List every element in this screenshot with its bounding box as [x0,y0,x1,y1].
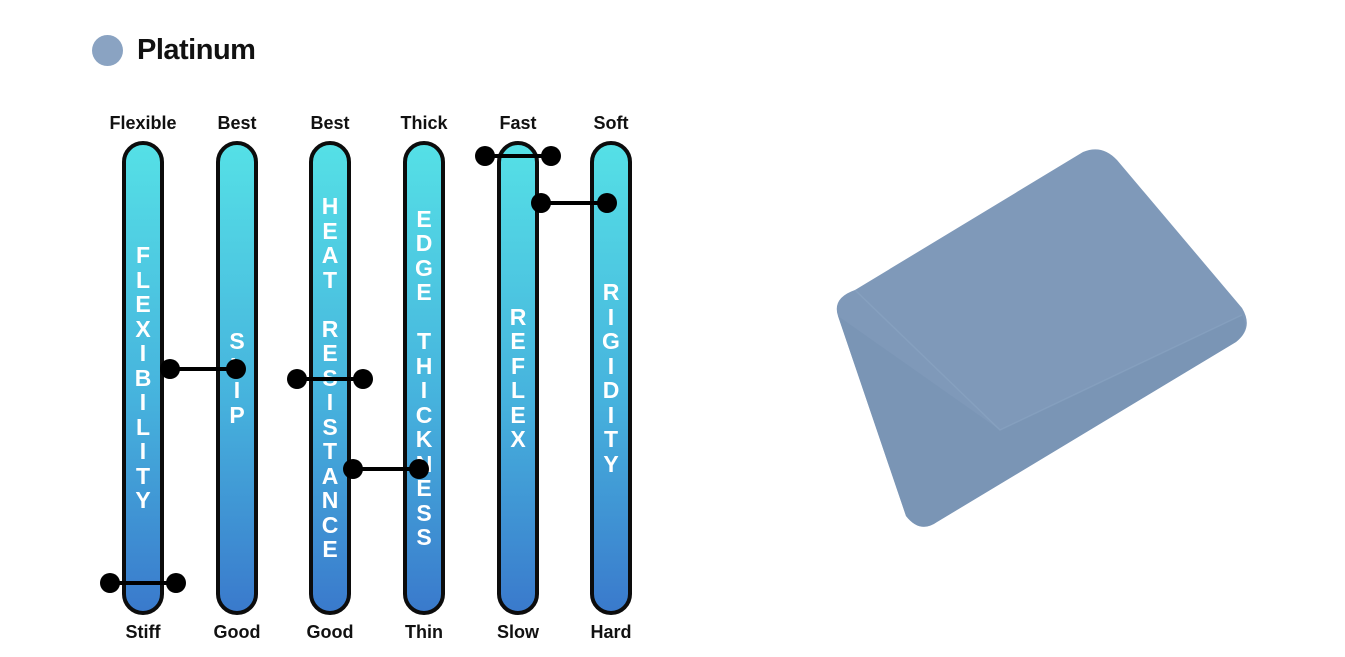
scale-level-marker [287,367,373,391]
scale-top-label: Best [217,113,257,133]
marker-dot-icon [541,145,561,166]
scale-word: R E F L E X [509,303,527,452]
scale-level-marker [160,357,246,381]
marker-dot-icon [166,572,186,593]
scale-top-label: Soft [593,113,629,133]
squeegee-bevel-line [854,289,1243,431]
scale-level-marker [475,144,561,168]
page-header: Platinum [92,34,256,67]
scale-top-label: Best [310,113,350,133]
scale-tube: R I G I D I T Y [590,141,632,615]
scale-tube: F L E X I B I L I T Y [122,141,164,615]
marker-dot-icon [475,145,495,166]
marker-line [297,376,363,381]
scale-top-label: Thick [400,113,448,133]
marker-line [353,466,419,471]
scale-bottom-label: Hard [590,622,632,642]
marker-dot-icon [226,359,246,380]
scale-word: E D G E T H I C K N E S S [415,205,433,550]
scale-word: H E A T R E S I S T A N C E [321,193,339,563]
marker-dot-icon [287,368,307,389]
marker-line [170,367,236,372]
scale-bottom-label: Slow [496,622,539,642]
scale-word: F L E X I B I L I T Y [134,242,152,514]
marker-dot-icon [100,572,120,593]
scale-top-label: Fast [499,113,537,133]
marker-dot-icon [160,359,180,380]
marker-line [541,201,607,206]
squeegee-card-image [836,149,1247,527]
scale-word: R I G I D I T Y [602,279,620,477]
marker-dot-icon [353,368,373,389]
scale-tube: R E F L E X [497,141,539,615]
marker-dot-icon [531,193,551,214]
marker-line [110,580,176,585]
marker-dot-icon [409,458,429,479]
scale-level-marker [100,571,186,595]
page-title: Platinum [137,34,256,66]
marker-dot-icon [597,193,617,214]
squeegee-bevel-edge [838,315,1245,527]
scale-top-label: Flexible [109,113,177,133]
marker-dot-icon [343,458,363,479]
scale-level-marker [531,191,617,215]
scale-bottom-label: Stiff [125,622,161,642]
scale-tube: E D G E T H I C K N E S S [403,141,445,615]
scale-bottom-label: Good [306,622,354,642]
scale-level-marker [343,457,429,481]
scale-bottom-label: Thin [405,622,443,642]
scale-bottom-label: Good [213,622,261,642]
color-dot-icon [92,35,123,66]
marker-line [485,153,551,158]
